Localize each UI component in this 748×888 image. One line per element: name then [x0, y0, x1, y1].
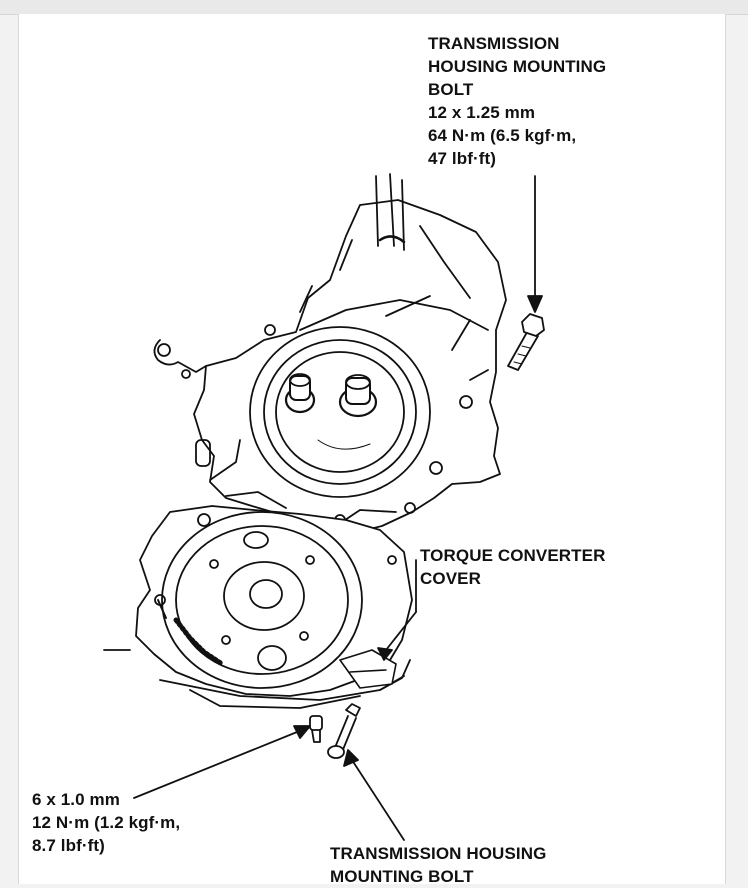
top-mounting-bolt — [507, 313, 545, 371]
label-line: 47 lbf·ft) — [428, 149, 497, 168]
leader-converter-cover — [377, 559, 417, 661]
engine-block — [103, 505, 413, 709]
label-line: TORQUE CONVERTER — [420, 546, 606, 565]
label-line: 64 N·m (6.5 kgf·m, — [428, 126, 577, 145]
label-top-mounting-bolt: TRANSMISSION HOUSING MOUNTING BOLT 12 x … — [428, 32, 606, 170]
label-line: 12 x 1.25 mm — [428, 103, 536, 122]
label-line: BOLT — [428, 80, 474, 99]
label-torque-converter-cover: TORQUE CONVERTER COVER — [420, 544, 605, 590]
label-line: 6 x 1.0 mm — [32, 790, 120, 809]
label-line: 8.7 lbf·ft) — [32, 836, 105, 855]
label-line: 12 N·m (1.2 kgf·m, — [32, 813, 181, 832]
torque-converter — [249, 326, 431, 498]
label-line: COVER — [420, 569, 481, 588]
small-bolt — [309, 715, 323, 743]
label-line: HOUSING MOUNTING — [428, 57, 607, 76]
label-line: MOUNTING BOLT — [330, 867, 474, 886]
label-small-bolt: 6 x 1.0 mm 12 N·m (1.2 kgf·m, 8.7 lbf·ft… — [32, 788, 180, 857]
label-line: TRANSMISSION — [428, 34, 560, 53]
torque-converter-cover — [339, 649, 397, 689]
leader-bottom-bolt — [343, 749, 405, 841]
leader-small-bolt — [133, 725, 311, 799]
label-bottom-mounting-bolt: TRANSMISSION HOUSING MOUNTING BOLT — [330, 842, 546, 888]
leader-top-bolt — [527, 175, 543, 313]
bottom-mounting-bolt — [327, 703, 361, 759]
label-line: TRANSMISSION HOUSING — [330, 844, 547, 863]
